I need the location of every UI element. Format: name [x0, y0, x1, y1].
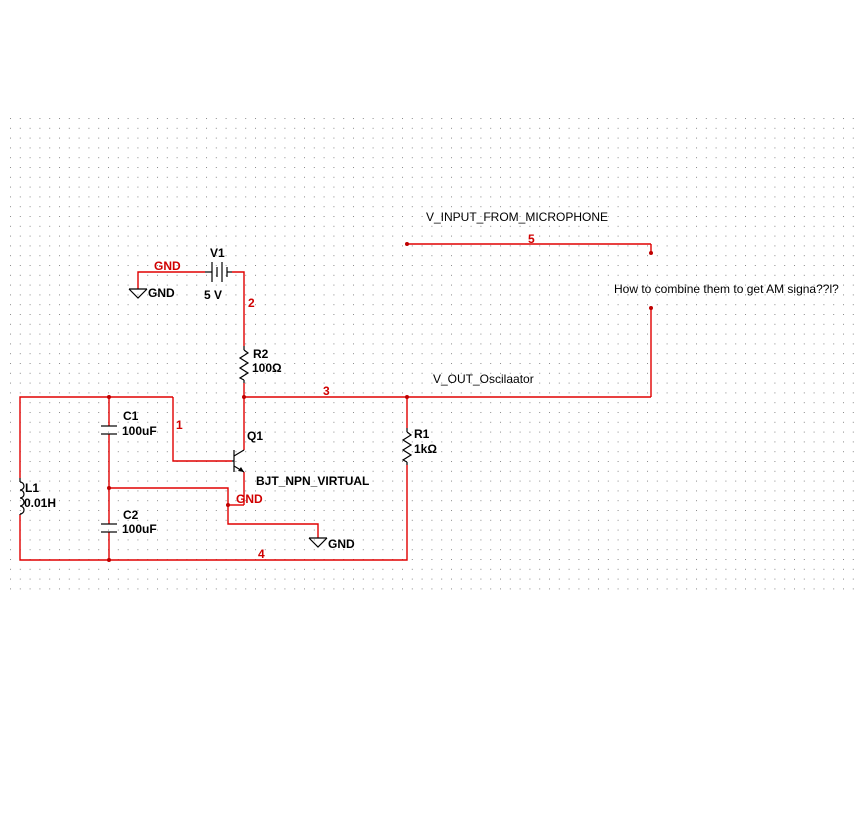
wire-net-1: [172, 397, 232, 462]
grid-dots: [10, 118, 859, 598]
c2-ref: C2: [123, 508, 139, 522]
ground-symbol-icon[interactable]: [128, 288, 148, 299]
net-number-2: 2: [248, 296, 255, 310]
r1-ref: R1: [414, 427, 430, 441]
r1-value: 1kΩ: [414, 442, 437, 456]
l1-ref: L1: [25, 481, 39, 495]
wire-mid-emitter: [109, 487, 229, 505]
wire-emitter-gnd: [227, 505, 319, 538]
junction-dot: [226, 503, 230, 507]
gnd-symbol-label-top: GND: [148, 286, 175, 300]
resistor-zigzag-icon[interactable]: [401, 428, 413, 465]
junction-dots: [107, 242, 653, 562]
gnd-wire-label: GND: [154, 259, 181, 273]
resistor-zigzag-icon[interactable]: [238, 346, 250, 383]
r2-ref: R2: [253, 347, 269, 361]
c1-value: 100uF: [122, 424, 157, 438]
q1-ref: Q1: [247, 429, 263, 443]
c1-ref: C1: [123, 409, 139, 423]
capacitor-plates-icon[interactable]: [101, 523, 117, 533]
net-number-1: 1: [176, 418, 183, 432]
wire-net-4: [19, 465, 408, 561]
junction-dot: [405, 242, 409, 246]
junction-dot: [649, 251, 653, 255]
npn-transistor-icon[interactable]: [232, 449, 245, 473]
junction-dot: [107, 395, 111, 399]
ground-symbol-icon[interactable]: [308, 537, 328, 548]
net-number-4: 4: [258, 547, 265, 561]
junction-dot: [405, 395, 409, 399]
q1-value: BJT_NPN_VIRTUAL: [256, 474, 369, 488]
l1-value: 0.01H: [24, 496, 56, 510]
r2-value: 100Ω: [252, 361, 282, 375]
net-number-5: 5: [528, 232, 535, 246]
input-net-label: V_INPUT_FROM_MICROPHONE: [426, 210, 608, 224]
capacitor-plates-icon[interactable]: [101, 425, 117, 435]
wire-net-2: [232, 271, 245, 346]
wire-tank-top: [19, 396, 173, 478]
output-net-label: V_OUT_Oscilaator: [433, 372, 534, 386]
gnd-emitter-label: GND: [236, 492, 263, 506]
gnd-symbol-label-bottom: GND: [328, 537, 355, 551]
junction-dot: [107, 558, 111, 562]
battery-symbol-icon[interactable]: [205, 262, 232, 282]
junction-dot: [649, 306, 653, 310]
question-text: How to combine them to get AM signa??l?: [614, 282, 839, 296]
wire-gnd-battery: [137, 271, 205, 289]
junction-dot: [107, 486, 111, 490]
junction-dot: [242, 395, 246, 399]
c2-value: 100uF: [122, 522, 157, 536]
v1-value: 5 V: [204, 288, 222, 302]
net-number-3: 3: [323, 384, 330, 398]
inductor-coil-icon[interactable]: [19, 478, 25, 515]
v1-ref: V1: [210, 246, 225, 260]
